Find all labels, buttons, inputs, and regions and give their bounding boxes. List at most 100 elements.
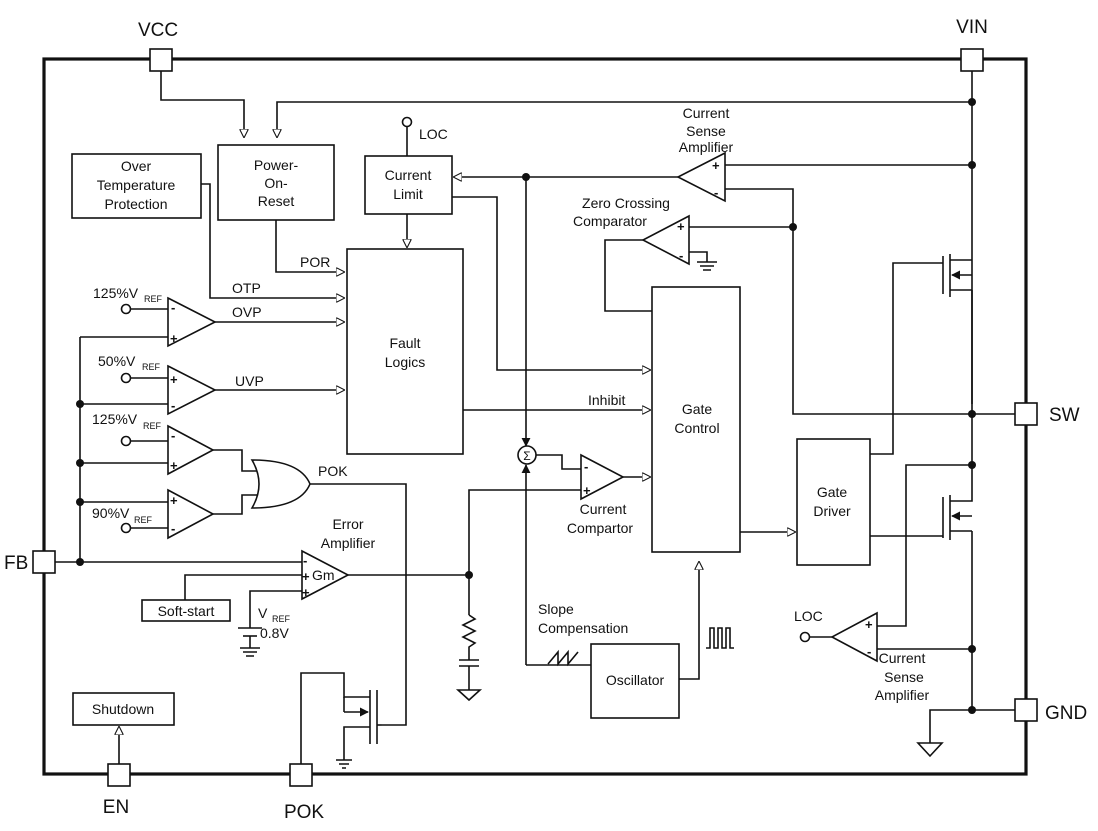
svg-text:Comparator: Comparator bbox=[573, 213, 647, 229]
shutdown-block: Shutdown bbox=[72, 692, 175, 726]
pin-en-label: EN bbox=[103, 797, 129, 818]
current-limit-block: Current Limit bbox=[364, 155, 453, 215]
svg-text:Gm: Gm bbox=[312, 567, 335, 583]
fb-bus bbox=[55, 336, 302, 566]
svg-text:+: + bbox=[712, 158, 720, 173]
svg-text:Driver: Driver bbox=[813, 503, 851, 519]
uvp-threshold: 50%V bbox=[98, 353, 136, 369]
soft-start-block: Soft-start bbox=[141, 599, 231, 622]
svg-text:Inhibit: Inhibit bbox=[588, 392, 625, 408]
pin-gnd-label: GND bbox=[1045, 703, 1087, 724]
svg-text:+: + bbox=[170, 458, 178, 473]
svg-text:Temperature: Temperature bbox=[97, 177, 176, 193]
svg-text:Compartor: Compartor bbox=[567, 520, 633, 536]
summing-node: Σ bbox=[517, 177, 581, 665]
svg-text:Amplifier: Amplifier bbox=[875, 687, 930, 703]
pin-vcc-label: VCC bbox=[138, 20, 178, 41]
svg-text:-: - bbox=[303, 553, 307, 568]
vref-source: V REF 0.8V bbox=[238, 605, 291, 657]
inhibit-signal: Inhibit bbox=[463, 392, 650, 410]
svg-text:REF: REF bbox=[143, 421, 162, 431]
svg-text:-: - bbox=[171, 300, 175, 315]
svg-text:+: + bbox=[677, 219, 685, 234]
pin-vin-label: VIN bbox=[956, 17, 988, 38]
svg-text:0.8V: 0.8V bbox=[260, 625, 289, 641]
svg-text:Σ: Σ bbox=[523, 449, 530, 463]
svg-text:REF: REF bbox=[142, 362, 161, 372]
svg-text:LOC: LOC bbox=[419, 126, 448, 142]
svg-text:Shutdown: Shutdown bbox=[92, 701, 154, 717]
compensation-network bbox=[455, 614, 483, 702]
svg-text:Fault: Fault bbox=[389, 335, 420, 351]
svg-text:REF: REF bbox=[144, 294, 163, 304]
pok-low-comparator: + - 90%V REF bbox=[92, 488, 215, 540]
vcc-wire bbox=[160, 71, 244, 137]
pok-high-comparator: - + 125%V REF bbox=[92, 411, 215, 476]
pin-pok: POK bbox=[284, 763, 324, 823]
svg-text:On-: On- bbox=[264, 175, 288, 191]
svg-text:+: + bbox=[170, 372, 178, 387]
svg-text:Limit: Limit bbox=[393, 186, 423, 202]
uvp-signal-label: UVP bbox=[235, 373, 264, 389]
svg-text:+: + bbox=[583, 483, 591, 498]
over-temperature-protection-block: Over Temperature Protection bbox=[71, 153, 202, 219]
pin-gnd: GND bbox=[1014, 698, 1087, 724]
pok-nmos bbox=[300, 672, 382, 769]
otp-signal-label: OTP bbox=[232, 280, 261, 296]
zero-crossing-comparator: + - Zero Crossing Comparator bbox=[573, 195, 797, 312]
pin-fb: FB bbox=[4, 550, 56, 574]
svg-text:Control: Control bbox=[674, 420, 719, 436]
svg-text:+: + bbox=[170, 493, 178, 508]
gate-control-block: Gate Control bbox=[651, 286, 741, 553]
clock-waveform-icon bbox=[706, 627, 734, 649]
ovp-signal-label: OVP bbox=[232, 304, 262, 320]
svg-text:Current: Current bbox=[580, 501, 627, 517]
current-comparator: - + Current Compartor bbox=[468, 453, 650, 575]
high-side-mosfet bbox=[870, 254, 973, 455]
svg-text:Gate: Gate bbox=[817, 484, 848, 500]
svg-text:Soft-start: Soft-start bbox=[158, 603, 215, 619]
svg-text:Error: Error bbox=[332, 516, 363, 532]
svg-text:V: V bbox=[258, 605, 268, 621]
svg-text:REF: REF bbox=[272, 614, 291, 624]
svg-text:Compensation: Compensation bbox=[538, 620, 628, 636]
pin-sw-label: SW bbox=[1049, 405, 1080, 426]
oscillator-block: Oscillator Slope Compensation bbox=[526, 562, 734, 719]
svg-text:Oscillator: Oscillator bbox=[606, 672, 665, 688]
por-signal: POR bbox=[275, 220, 344, 272]
pin-sw: SW bbox=[1014, 402, 1080, 426]
pok-or-gate: POK bbox=[213, 449, 407, 726]
svg-text:+: + bbox=[865, 617, 873, 632]
pok-signal-label: POK bbox=[318, 463, 348, 479]
svg-text:+: + bbox=[170, 331, 178, 346]
svg-text:-: - bbox=[171, 428, 175, 443]
svg-text:Over: Over bbox=[121, 158, 152, 174]
ground-connection bbox=[916, 706, 976, 758]
svg-text:Sense: Sense bbox=[884, 669, 924, 685]
svg-text:Current: Current bbox=[683, 105, 730, 121]
svg-text:Logics: Logics bbox=[385, 354, 425, 370]
current-sense-amp-top: + - Current Sense Amplifier bbox=[454, 105, 1015, 415]
sawtooth-waveform-icon bbox=[547, 649, 579, 667]
loc-input-top: LOC bbox=[401, 116, 448, 156]
pok-high-threshold: 125%V bbox=[92, 411, 138, 427]
svg-text:Sense: Sense bbox=[686, 123, 726, 139]
svg-text:-: - bbox=[867, 644, 871, 659]
svg-text:-: - bbox=[714, 185, 718, 200]
pin-pok-label: POK bbox=[284, 802, 324, 823]
svg-text:Amplifier: Amplifier bbox=[321, 535, 376, 551]
fault-logics-block: Fault Logics bbox=[346, 248, 464, 455]
ovp-threshold: 125%V bbox=[93, 285, 139, 301]
pin-vcc: VCC bbox=[138, 20, 178, 72]
otp-signal: OTP bbox=[201, 183, 344, 298]
pin-fb-label: FB bbox=[4, 553, 28, 574]
svg-text:Amplifier: Amplifier bbox=[679, 139, 734, 155]
svg-text:+: + bbox=[302, 569, 310, 584]
svg-text:LOC: LOC bbox=[794, 608, 823, 624]
svg-text:Slope: Slope bbox=[538, 601, 574, 617]
svg-text:-: - bbox=[679, 248, 683, 263]
svg-text:Reset: Reset bbox=[258, 193, 295, 209]
uvp-comparator: + - 50%V REF UVP bbox=[98, 353, 344, 416]
svg-text:Current: Current bbox=[385, 167, 432, 183]
